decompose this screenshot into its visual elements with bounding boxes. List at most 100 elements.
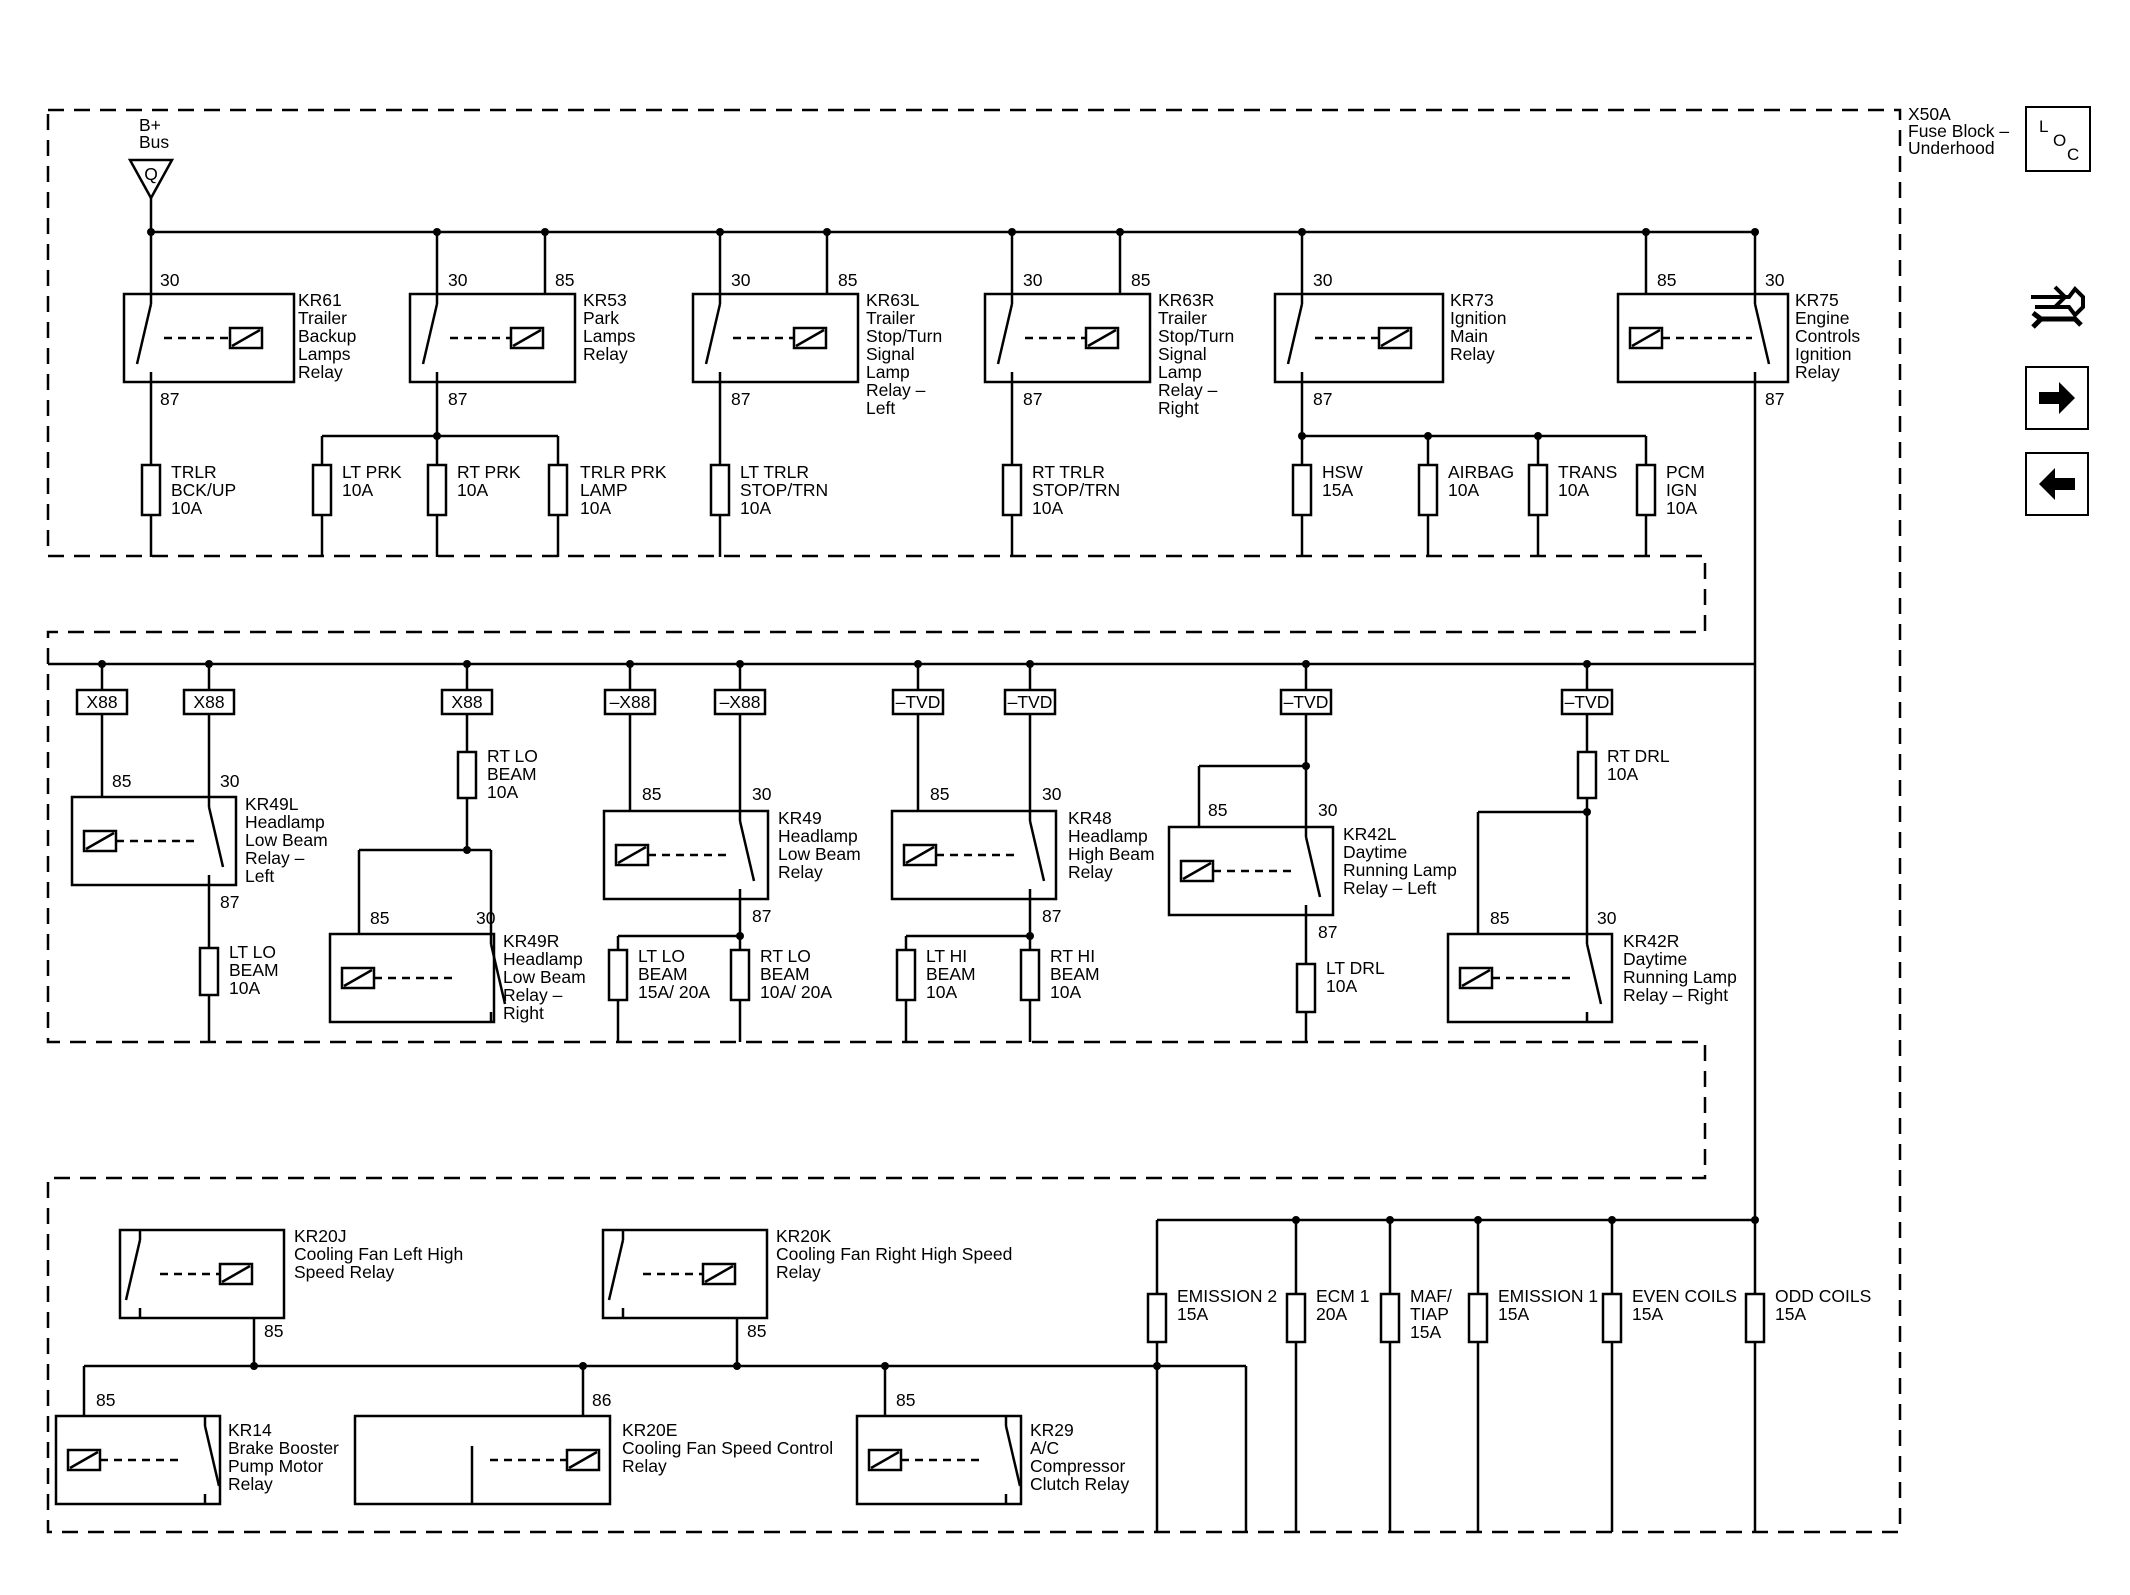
relay-label-KR49: KR49	[778, 808, 822, 828]
pin-label: 85	[747, 1321, 766, 1341]
switch-arm	[489, 943, 507, 1005]
fuse-label-airbag: 10A	[1448, 480, 1479, 500]
fuse-symbol	[1744, 1292, 1766, 1344]
pin-label: 85	[1131, 270, 1150, 290]
pin-label: 87	[731, 389, 750, 409]
relay-KR20E	[353, 1414, 612, 1506]
relay-box	[1446, 932, 1614, 1024]
relay-label-KR20K: Relay	[776, 1262, 821, 1282]
relay-label-KR63R: Lamp	[1158, 362, 1202, 382]
connector-box	[440, 688, 494, 716]
switch-arm	[1304, 836, 1322, 898]
fuse-label-rt-prk: 10A	[457, 480, 488, 500]
relay-label-KR63L: Signal	[866, 344, 915, 364]
relay-label-KR14: Relay	[228, 1474, 273, 1494]
relay-label-KR63R: Stop/Turn	[1158, 326, 1234, 346]
fuse-label-rt-lo-beam-top: 10A	[487, 782, 518, 802]
relay-label-KR49L: Headlamp	[245, 812, 325, 832]
relay-label-KR42L: KR42L	[1343, 824, 1397, 844]
previous-page-button[interactable]	[2025, 452, 2089, 516]
relay-label-KR63R: Relay –	[1158, 380, 1218, 400]
pin-label: 87	[1313, 389, 1332, 409]
relay-coil-mark	[870, 1450, 900, 1470]
junction-dot	[541, 228, 549, 236]
relay-KR49L	[70, 795, 238, 887]
junction-dot	[433, 228, 441, 236]
fuse-symbol	[311, 463, 333, 517]
relay-box	[122, 292, 296, 384]
relay-KR63L	[691, 292, 860, 384]
relay-label-KR75: Relay	[1795, 362, 1840, 382]
relay-label-KR61: Backup	[298, 326, 356, 346]
fuse-symbol	[456, 750, 478, 800]
fuse-label-pcm-ign: 10A	[1666, 498, 1697, 518]
component-location-tools-icon[interactable]	[2025, 275, 2091, 341]
relay-label-KR49: Low Beam	[778, 844, 861, 864]
pin-label: 87	[752, 906, 771, 926]
fuse-label-trans: 10A	[1558, 480, 1589, 500]
fuse-label-ecm-1: ECM 1	[1316, 1286, 1369, 1306]
fuse-label-maf-tiap: 15A	[1410, 1322, 1441, 1342]
junction-dot	[914, 660, 922, 668]
junction-dot	[1116, 228, 1124, 236]
fuse-label-lt-hi-beam: 10A	[926, 982, 957, 1002]
relay-box	[890, 809, 1058, 901]
relay-label-KR63R: Trailer	[1158, 308, 1207, 328]
relay-label-KR53: KR53	[583, 290, 627, 310]
relay-label-KR53: Park	[583, 308, 619, 328]
fuse-label-emission-2: EMISSION 2	[1177, 1286, 1277, 1306]
fuse-label-rt-lo-beam: BEAM	[760, 964, 810, 984]
fuse-symbol	[426, 463, 448, 517]
fuse-label-lt-trlr-stop: LT TRLR	[740, 462, 809, 482]
relay-label-KR61: Lamps	[298, 344, 351, 364]
junction-dot	[1642, 228, 1650, 236]
fuse-symbol	[547, 463, 569, 517]
junction-dot	[1583, 808, 1591, 816]
relay-box	[70, 795, 238, 887]
junction-dot	[733, 1362, 741, 1370]
relay-label-KR49R: Relay –	[503, 985, 563, 1005]
pin-label: 85	[896, 1390, 915, 1410]
next-arrow-icon	[2039, 382, 2075, 414]
relay-label-KR53: Lamps	[583, 326, 636, 346]
relay-label-KR49L: Relay –	[245, 848, 305, 868]
junction-dot	[736, 932, 744, 940]
relay-label-KR49L: Low Beam	[245, 830, 328, 850]
relay-label-KR29: A/C	[1030, 1438, 1059, 1458]
fuse-label-airbag: AIRBAG	[1448, 462, 1514, 482]
fuse-label-lt-lo-beam: BEAM	[229, 960, 279, 980]
pin-label: 30	[1765, 270, 1785, 290]
relay-label-KR49R: Right	[503, 1003, 544, 1023]
fuse-label-hsw: 15A	[1322, 480, 1353, 500]
next-page-button[interactable]	[2025, 366, 2089, 430]
fuse-block-title: Underhood	[1908, 138, 1995, 158]
relay-label-KR42L: Daytime	[1343, 842, 1407, 862]
switch-arm	[135, 303, 153, 365]
connector-label: X88	[193, 692, 224, 712]
component-location-button[interactable]: L O C	[2025, 106, 2091, 172]
switch-arm	[370, 1416, 472, 1470]
fuse-label-lt-drl: 10A	[1326, 976, 1357, 996]
relay-label-KR20K: Cooling Fan Right High Speed	[776, 1244, 1012, 1264]
switch-arm	[1585, 943, 1603, 1005]
junction-dot	[250, 1362, 258, 1370]
relay-label-KR63L: Relay –	[866, 380, 926, 400]
fuse-label-rt-hi-beam: 10A	[1050, 982, 1081, 1002]
relay-KR49R	[328, 932, 496, 1024]
junction-dot	[1534, 432, 1542, 440]
relay-label-KR49: Headlamp	[778, 826, 858, 846]
relay-coil-mark	[512, 328, 542, 348]
connector-label: X88	[451, 692, 482, 712]
fuse-label-emission-1: EMISSION 1	[1498, 1286, 1598, 1306]
relay-KR20K	[601, 1228, 769, 1320]
fuse-label-maf-tiap: MAF/	[1410, 1286, 1452, 1306]
fuse-label-odd-coils: ODD COILS	[1775, 1286, 1871, 1306]
fuse-label-trlr-prk-lamp: 10A	[580, 498, 611, 518]
relay-box	[601, 1228, 769, 1320]
fuse-symbol	[709, 463, 731, 517]
relay-label-KR75: Engine	[1795, 308, 1850, 328]
relay-box	[1273, 292, 1445, 384]
fuse-label-lt-lo-beam-2: LT LO	[638, 946, 685, 966]
